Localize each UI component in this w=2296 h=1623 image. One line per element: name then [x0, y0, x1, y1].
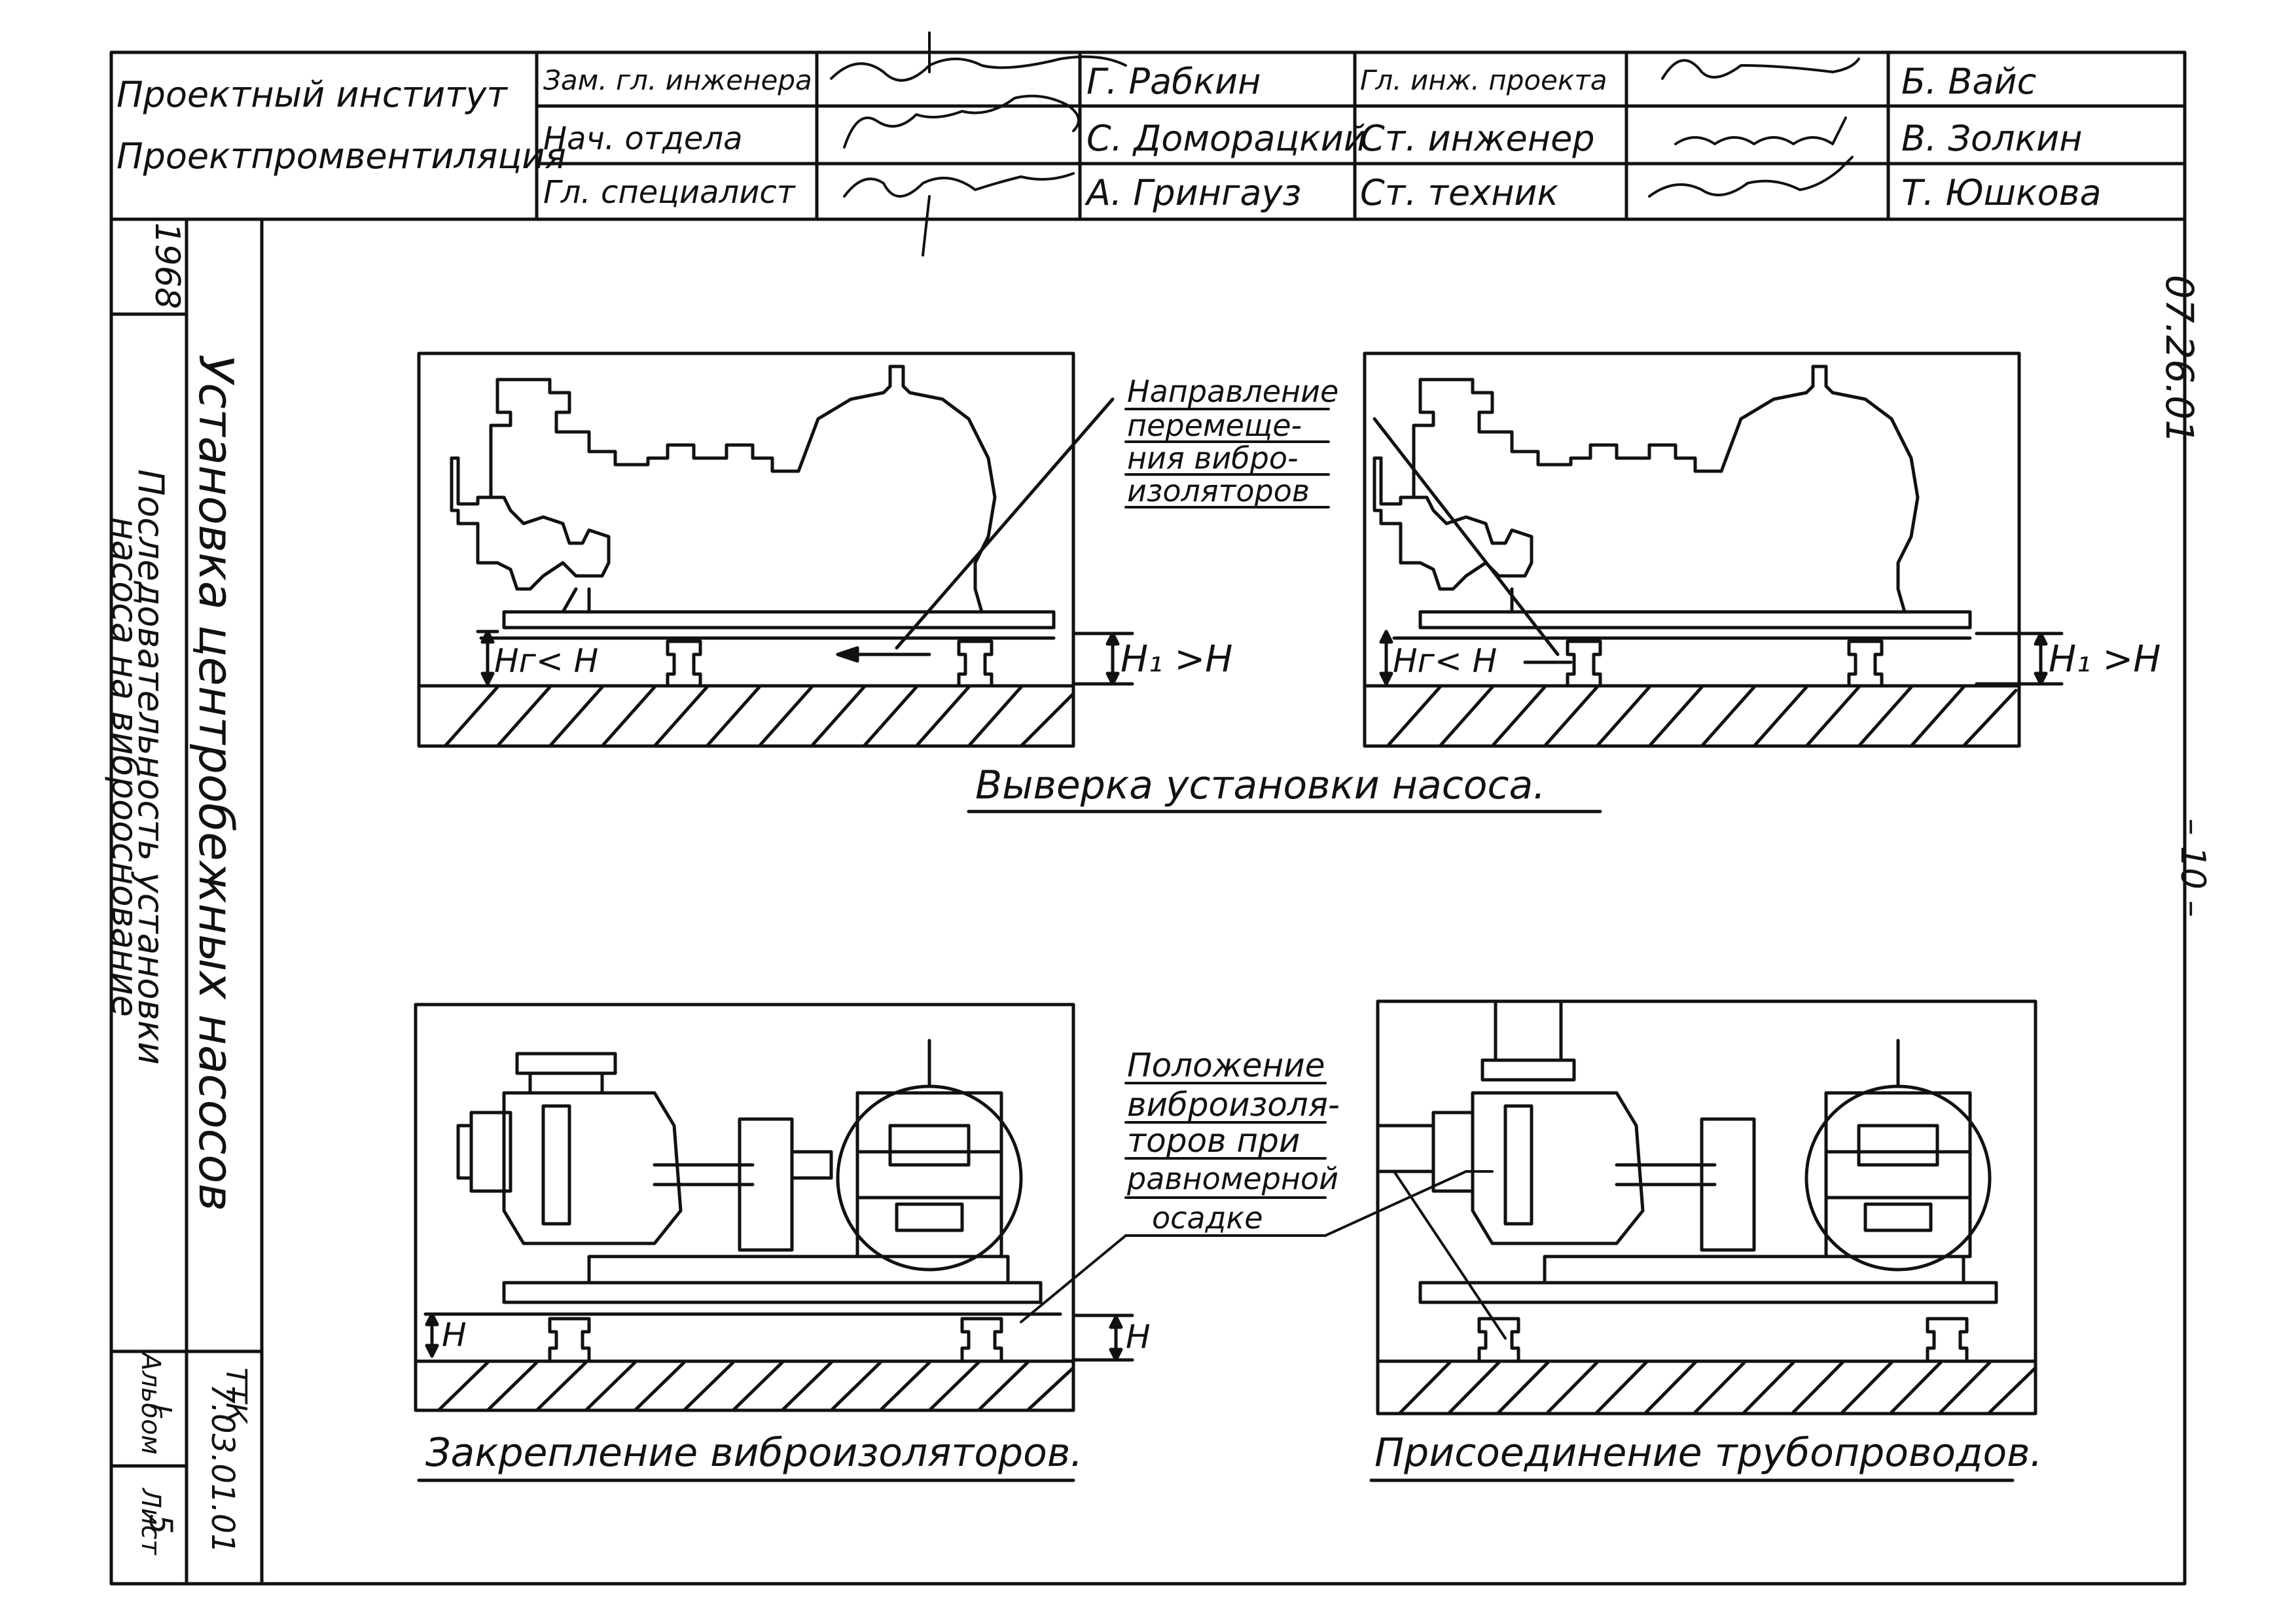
direction-note-line-2: перемеще- [1127, 408, 1302, 443]
role-senior-engineer: Ст. инженер [1360, 118, 1595, 159]
caption-piping: Присоединение трубопроводов. [1374, 1430, 2043, 1476]
position-note-line-1: Положение [1127, 1046, 1325, 1084]
note-lines [1020, 408, 1507, 1340]
direction-note-line-4: изоляторов [1127, 473, 1310, 508]
dim-h-left: Н [442, 1316, 467, 1354]
panel-alignment-left [417, 351, 1134, 748]
drawing-code: 07.26.01 [2157, 274, 2202, 444]
panel-piping [1376, 999, 2037, 1416]
name-zolkin: В. Золкин [1901, 118, 2083, 159]
side-sheet-value: 5 [142, 1514, 179, 1535]
sheet-frame [109, 50, 2187, 1586]
side-album-value: I [144, 1404, 177, 1413]
panel-alignment-right [1363, 351, 2064, 748]
panel-fixing [414, 1003, 1134, 1412]
position-note-line-4: равномерной [1127, 1161, 1339, 1196]
organization-line-2: Проектпромвентиляция [117, 135, 566, 177]
side-title: Установка центробежных насосов [188, 354, 243, 1211]
role-senior-technician: Ст. техник [1360, 172, 1559, 213]
side-subtitle-line-2: насоса на виброоснование [104, 517, 145, 1017]
direction-note-line-1: Направление [1127, 374, 1339, 409]
role-head-of-department: Нач. отдела [543, 120, 743, 157]
dim-h1-gt-h-left: Н₁ >Н [1121, 638, 1233, 681]
name-rabkin: Г. Рабкин [1086, 61, 1261, 102]
side-code: 7.03.01.01 [204, 1383, 241, 1554]
role-deputy-chief-engineer: Зам. гл. инженера [543, 64, 812, 96]
direction-note-line-3: ния вибро- [1127, 440, 1299, 476]
dim-hg-lt-h-right: Нг< Н [1393, 642, 1498, 680]
name-vais: Б. Вайс [1901, 61, 2037, 102]
role-chief-project-engineer: Гл. инж. проекта [1360, 64, 1607, 96]
name-gringauz: А. Грингауз [1086, 172, 1302, 213]
role-chief-specialist: Гл. специалист [543, 174, 795, 211]
caption-fixing: Закрепление виброизоляторов. [425, 1430, 1083, 1476]
position-note-line-3: торов при [1127, 1122, 1300, 1160]
position-note-line-5: осадке [1152, 1200, 1263, 1236]
name-yushkova: Т. Юшкова [1901, 172, 2102, 213]
caption-alignment: Выверка установки насоса. [975, 762, 1546, 808]
dim-h-right: Н [1126, 1318, 1151, 1356]
dim-h1-gt-h-right: Н₁ >Н [2049, 638, 2161, 681]
name-domoratsky: С. Доморацкий [1086, 118, 1367, 159]
position-note-line-2: виброизоля- [1127, 1086, 1340, 1124]
organization-line-1: Проектный институт [117, 74, 507, 115]
signatures [830, 31, 1860, 257]
dim-hg-lt-h-left: Нг< Н [494, 642, 599, 680]
page-number: – 10 – [2173, 818, 2212, 918]
